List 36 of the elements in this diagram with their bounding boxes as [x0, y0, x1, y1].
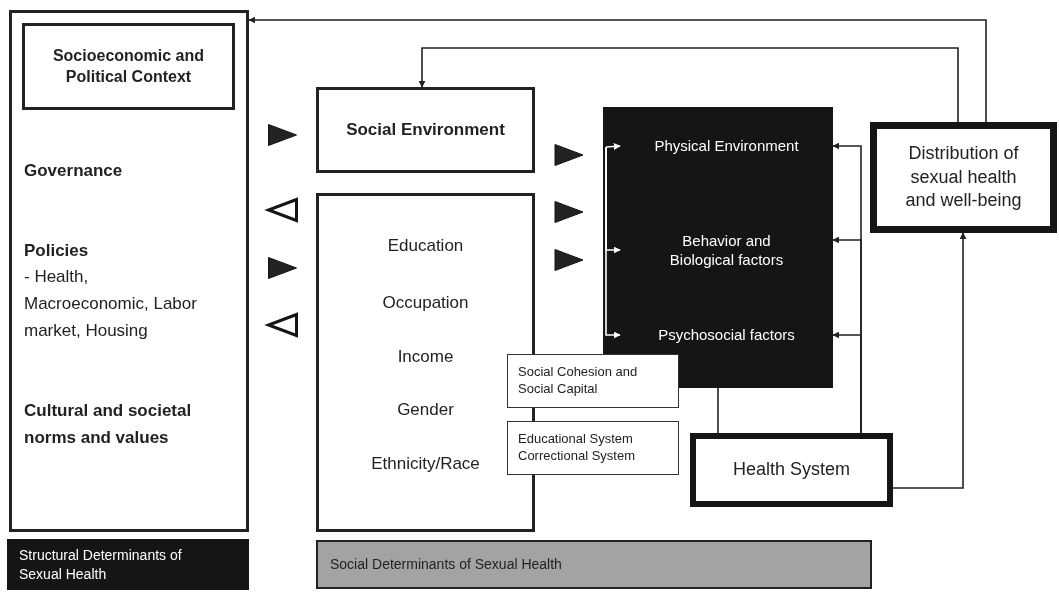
system-box: Educational System Correctional System: [507, 421, 679, 475]
context-text: Cultural and societal norms and values: [24, 400, 193, 449]
box-text: Distribution of sexual health and well-being: [904, 142, 1023, 213]
arrow: [605, 146, 621, 339]
category-band: Social Determinants of Sexual Health: [316, 540, 872, 589]
outcome-box: [870, 122, 1057, 233]
triangle-arrow: [268, 124, 297, 146]
determinant-text: Occupation: [382, 292, 469, 314]
triangle-arrow: [554, 249, 584, 271]
determinant-text: Ethnicity/Race: [371, 453, 480, 475]
structural-panel: [9, 10, 249, 532]
arrow: [418, 47, 959, 123]
arrow: [832, 331, 862, 434]
heading-box: Socioeconomic and Political Context: [22, 23, 235, 110]
context-text: Governance: [24, 160, 124, 182]
process-box: Health System: [690, 433, 893, 507]
triangle-arrow: [554, 144, 584, 166]
factor-text: Behavior and Biological factors: [620, 224, 833, 276]
factor-text: Psychosocial factors: [620, 321, 833, 349]
triangle-arrow: [264, 197, 298, 223]
triangle-arrow: [268, 257, 297, 279]
triangle-arrow: [554, 201, 584, 223]
context-text: - Health, Macroeconomic, Labor market, Housing: [24, 266, 198, 342]
connector-line: [717, 387, 719, 434]
determinant-text: Education: [387, 235, 464, 257]
arrow: [248, 16, 987, 123]
determinant-text: Income: [397, 346, 454, 368]
process-box: Social Environment: [316, 87, 535, 173]
system-box: Social Cohesion and Social Capital: [507, 354, 679, 408]
context-text: Policies: [24, 240, 90, 262]
arrow: [605, 142, 621, 150]
factor-text: Physical Environment: [620, 132, 833, 160]
determinant-text: Gender: [397, 399, 454, 421]
triangle-arrow: [264, 312, 298, 338]
category-band: Structural Determinants of Sexual Health: [7, 539, 249, 590]
arrow: [892, 232, 967, 489]
